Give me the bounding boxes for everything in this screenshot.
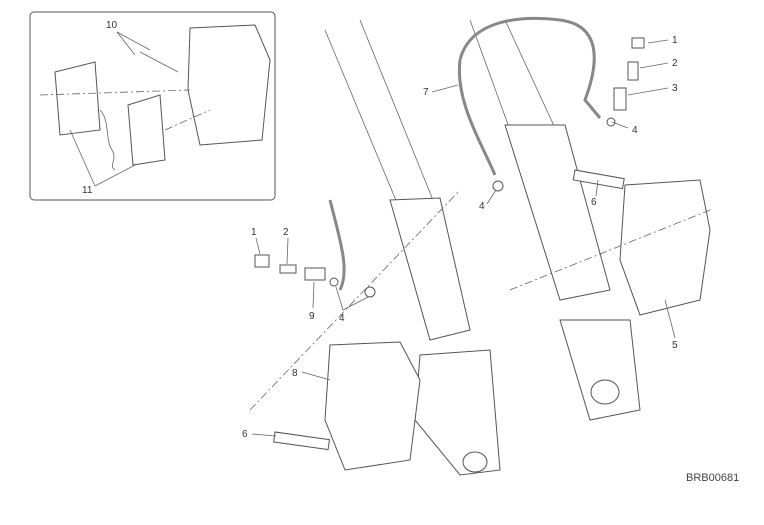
callout-4-right: 4	[632, 125, 638, 136]
diagram-code: BRB00681	[686, 472, 739, 484]
right-caliper	[619, 179, 711, 316]
inset-frame	[29, 11, 276, 201]
front-forks	[324, 19, 641, 476]
callout-6-left: 6	[242, 429, 248, 440]
callout-6-right: 6	[591, 197, 597, 208]
right-caliper-bolt	[572, 169, 625, 190]
callout-8: 8	[292, 368, 298, 379]
callout-2-left: 2	[283, 227, 289, 238]
callout-1-left: 1	[251, 227, 257, 238]
left-caliper-bolt	[273, 431, 331, 451]
callout-9: 9	[309, 311, 315, 322]
callout-3-right: 3	[672, 83, 678, 94]
brake-hose	[458, 16, 602, 119]
left-caliper	[324, 341, 421, 471]
inset-pads	[39, 24, 271, 171]
callout-1-right: 1	[672, 35, 678, 46]
callout-4-middle: 4	[479, 201, 485, 212]
callout-7: 7	[423, 87, 429, 98]
callout-10: 10	[106, 20, 118, 31]
callout-5: 5	[672, 340, 678, 351]
callout-4-left: 4	[339, 313, 345, 324]
callout-11: 11	[82, 185, 93, 196]
callout-2-right: 2	[672, 58, 678, 69]
